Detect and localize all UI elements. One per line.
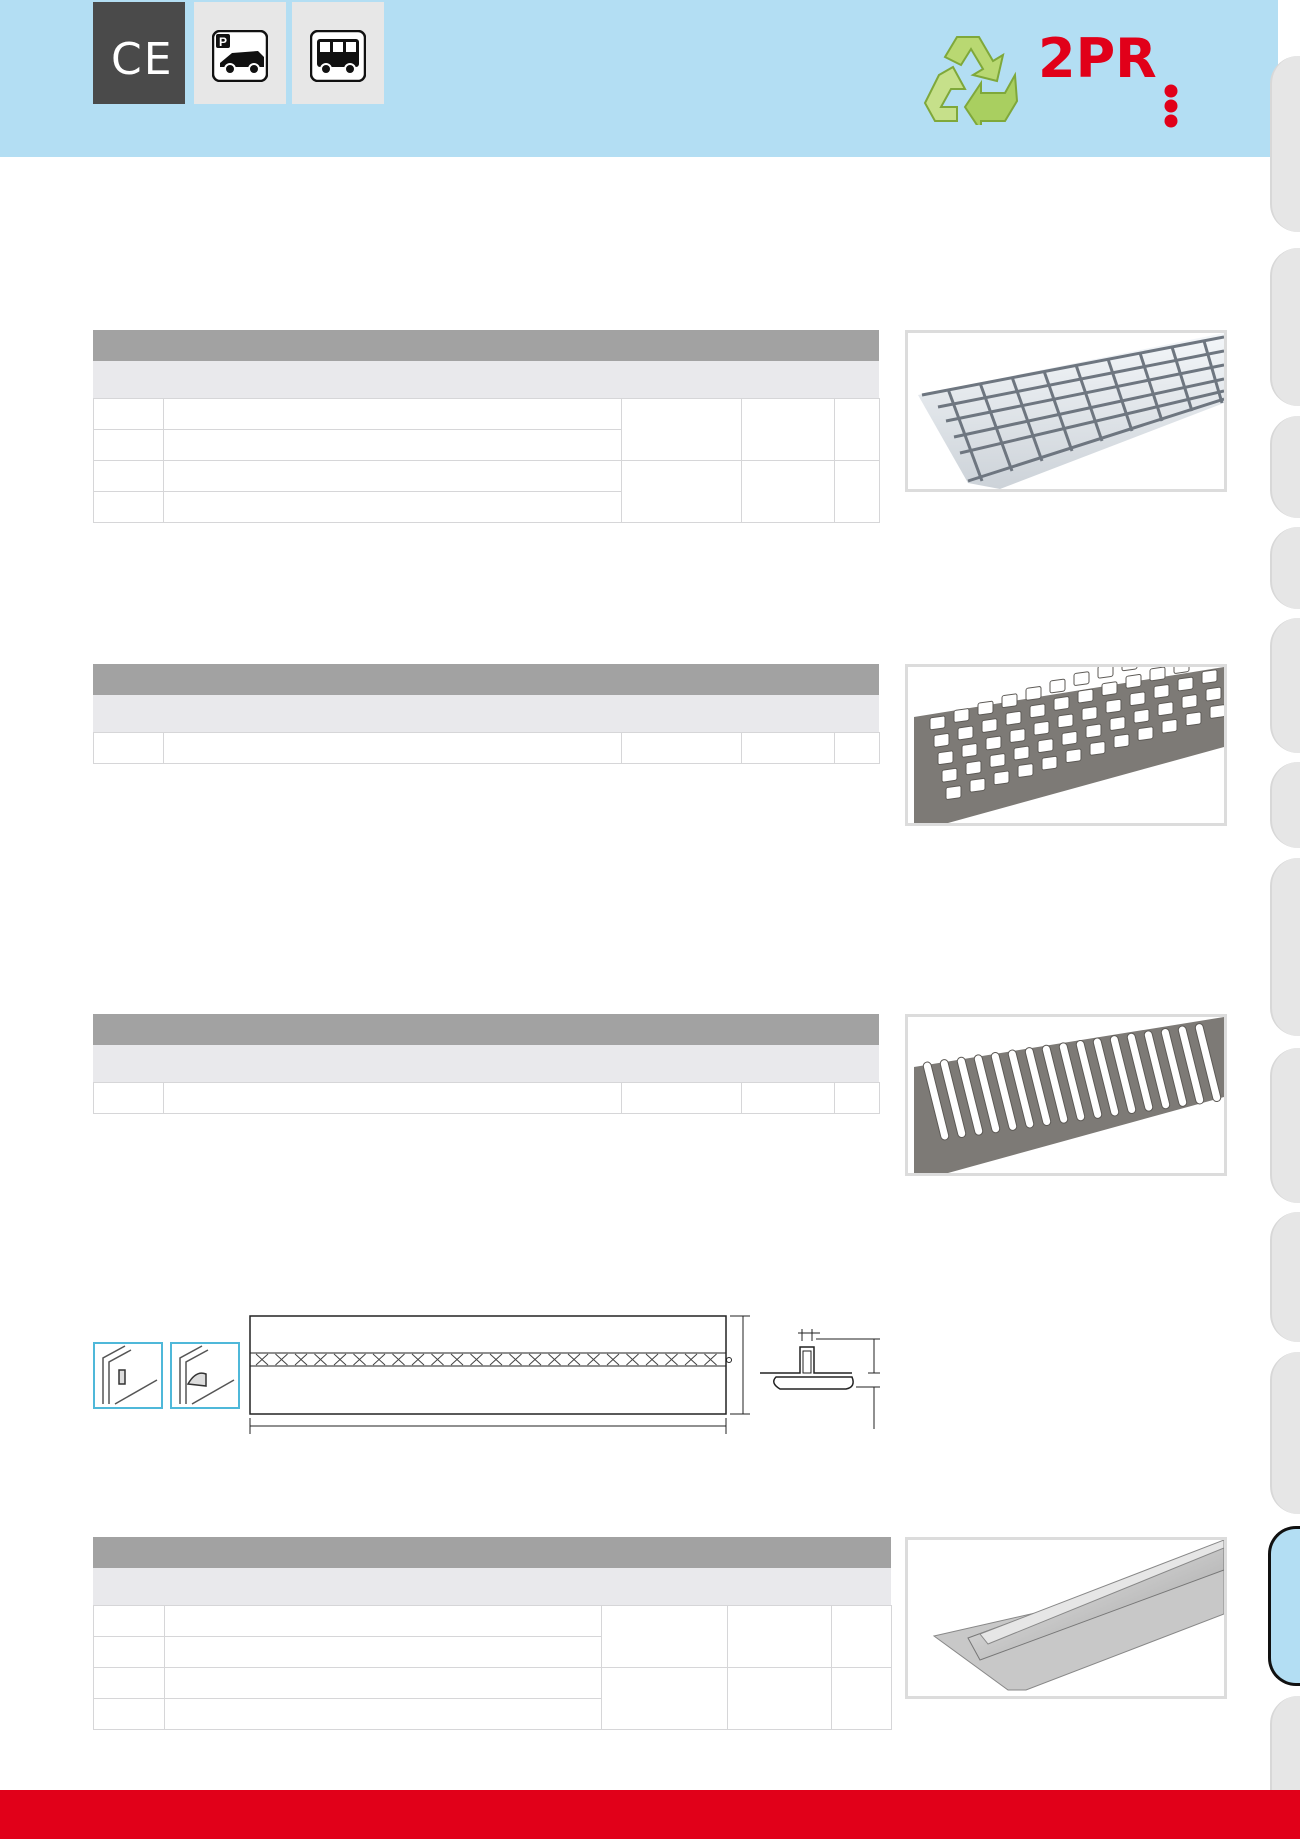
detail-view-2 xyxy=(170,1342,240,1409)
table-subheader xyxy=(93,1045,879,1082)
table-subheader xyxy=(93,695,879,732)
side-tab-5[interactable] xyxy=(1270,618,1300,753)
footer-band xyxy=(0,1790,1300,1839)
side-tab-active[interactable] xyxy=(1268,1526,1300,1686)
table-body xyxy=(93,398,880,523)
spec-table-2 xyxy=(93,664,880,764)
table-row xyxy=(93,491,880,523)
table-row xyxy=(93,1667,892,1730)
ce-mark-icon: CE xyxy=(111,34,174,85)
ce-certification-badge: CE xyxy=(93,2,185,104)
svg-text:P: P xyxy=(219,35,227,49)
table-body xyxy=(93,1605,892,1730)
car-park-icon: P xyxy=(212,30,268,82)
product-photo-slot-channel xyxy=(905,1537,1227,1699)
side-tab-strip xyxy=(1266,0,1300,1839)
table-body xyxy=(93,732,880,764)
bus-badge xyxy=(292,2,384,104)
svg-text:2PR: 2PR xyxy=(1038,33,1157,90)
channel-section-drawing xyxy=(760,1329,880,1429)
side-tab-4[interactable] xyxy=(1270,527,1300,609)
table-row xyxy=(93,1698,892,1730)
side-tab-1[interactable] xyxy=(1270,56,1300,232)
detail-view-1 xyxy=(93,1342,163,1409)
table-row xyxy=(93,1082,880,1114)
table-header xyxy=(93,330,879,361)
product-photo-slotted-grating xyxy=(905,1014,1227,1176)
side-tab-3[interactable] xyxy=(1270,416,1300,518)
table-body xyxy=(93,1082,880,1114)
table-subheader xyxy=(93,1568,891,1605)
side-tab-10[interactable] xyxy=(1270,1352,1300,1514)
table-header xyxy=(93,664,879,695)
side-tab-2[interactable] xyxy=(1270,248,1300,406)
side-tab-7[interactable] xyxy=(1270,858,1300,1036)
table-row xyxy=(93,732,880,764)
spec-table-4 xyxy=(93,1537,892,1730)
product-photo-cast-iron-mesh xyxy=(905,664,1227,826)
table-header xyxy=(93,1537,891,1568)
table-row xyxy=(93,429,880,461)
side-tab-8[interactable] xyxy=(1270,1048,1300,1203)
table-header xyxy=(93,1014,879,1045)
table-subheader xyxy=(93,361,879,398)
side-tab-9[interactable] xyxy=(1270,1212,1300,1342)
bus-icon xyxy=(310,30,366,82)
channel-plan-drawing xyxy=(249,1315,750,1434)
table-row xyxy=(93,398,880,461)
car-park-badge: P xyxy=(194,2,286,104)
recycle-icon xyxy=(923,36,1019,125)
2pr-logo: 2PR xyxy=(1038,33,1178,128)
table-row xyxy=(93,1605,892,1668)
table-row xyxy=(93,1636,892,1668)
product-photo-mesh-grating xyxy=(905,330,1227,492)
table-row xyxy=(93,460,880,523)
spec-table-1 xyxy=(93,330,880,523)
header-band: CE P 2PR xyxy=(0,0,1278,157)
spec-table-3 xyxy=(93,1014,880,1114)
side-tab-6[interactable] xyxy=(1270,762,1300,848)
